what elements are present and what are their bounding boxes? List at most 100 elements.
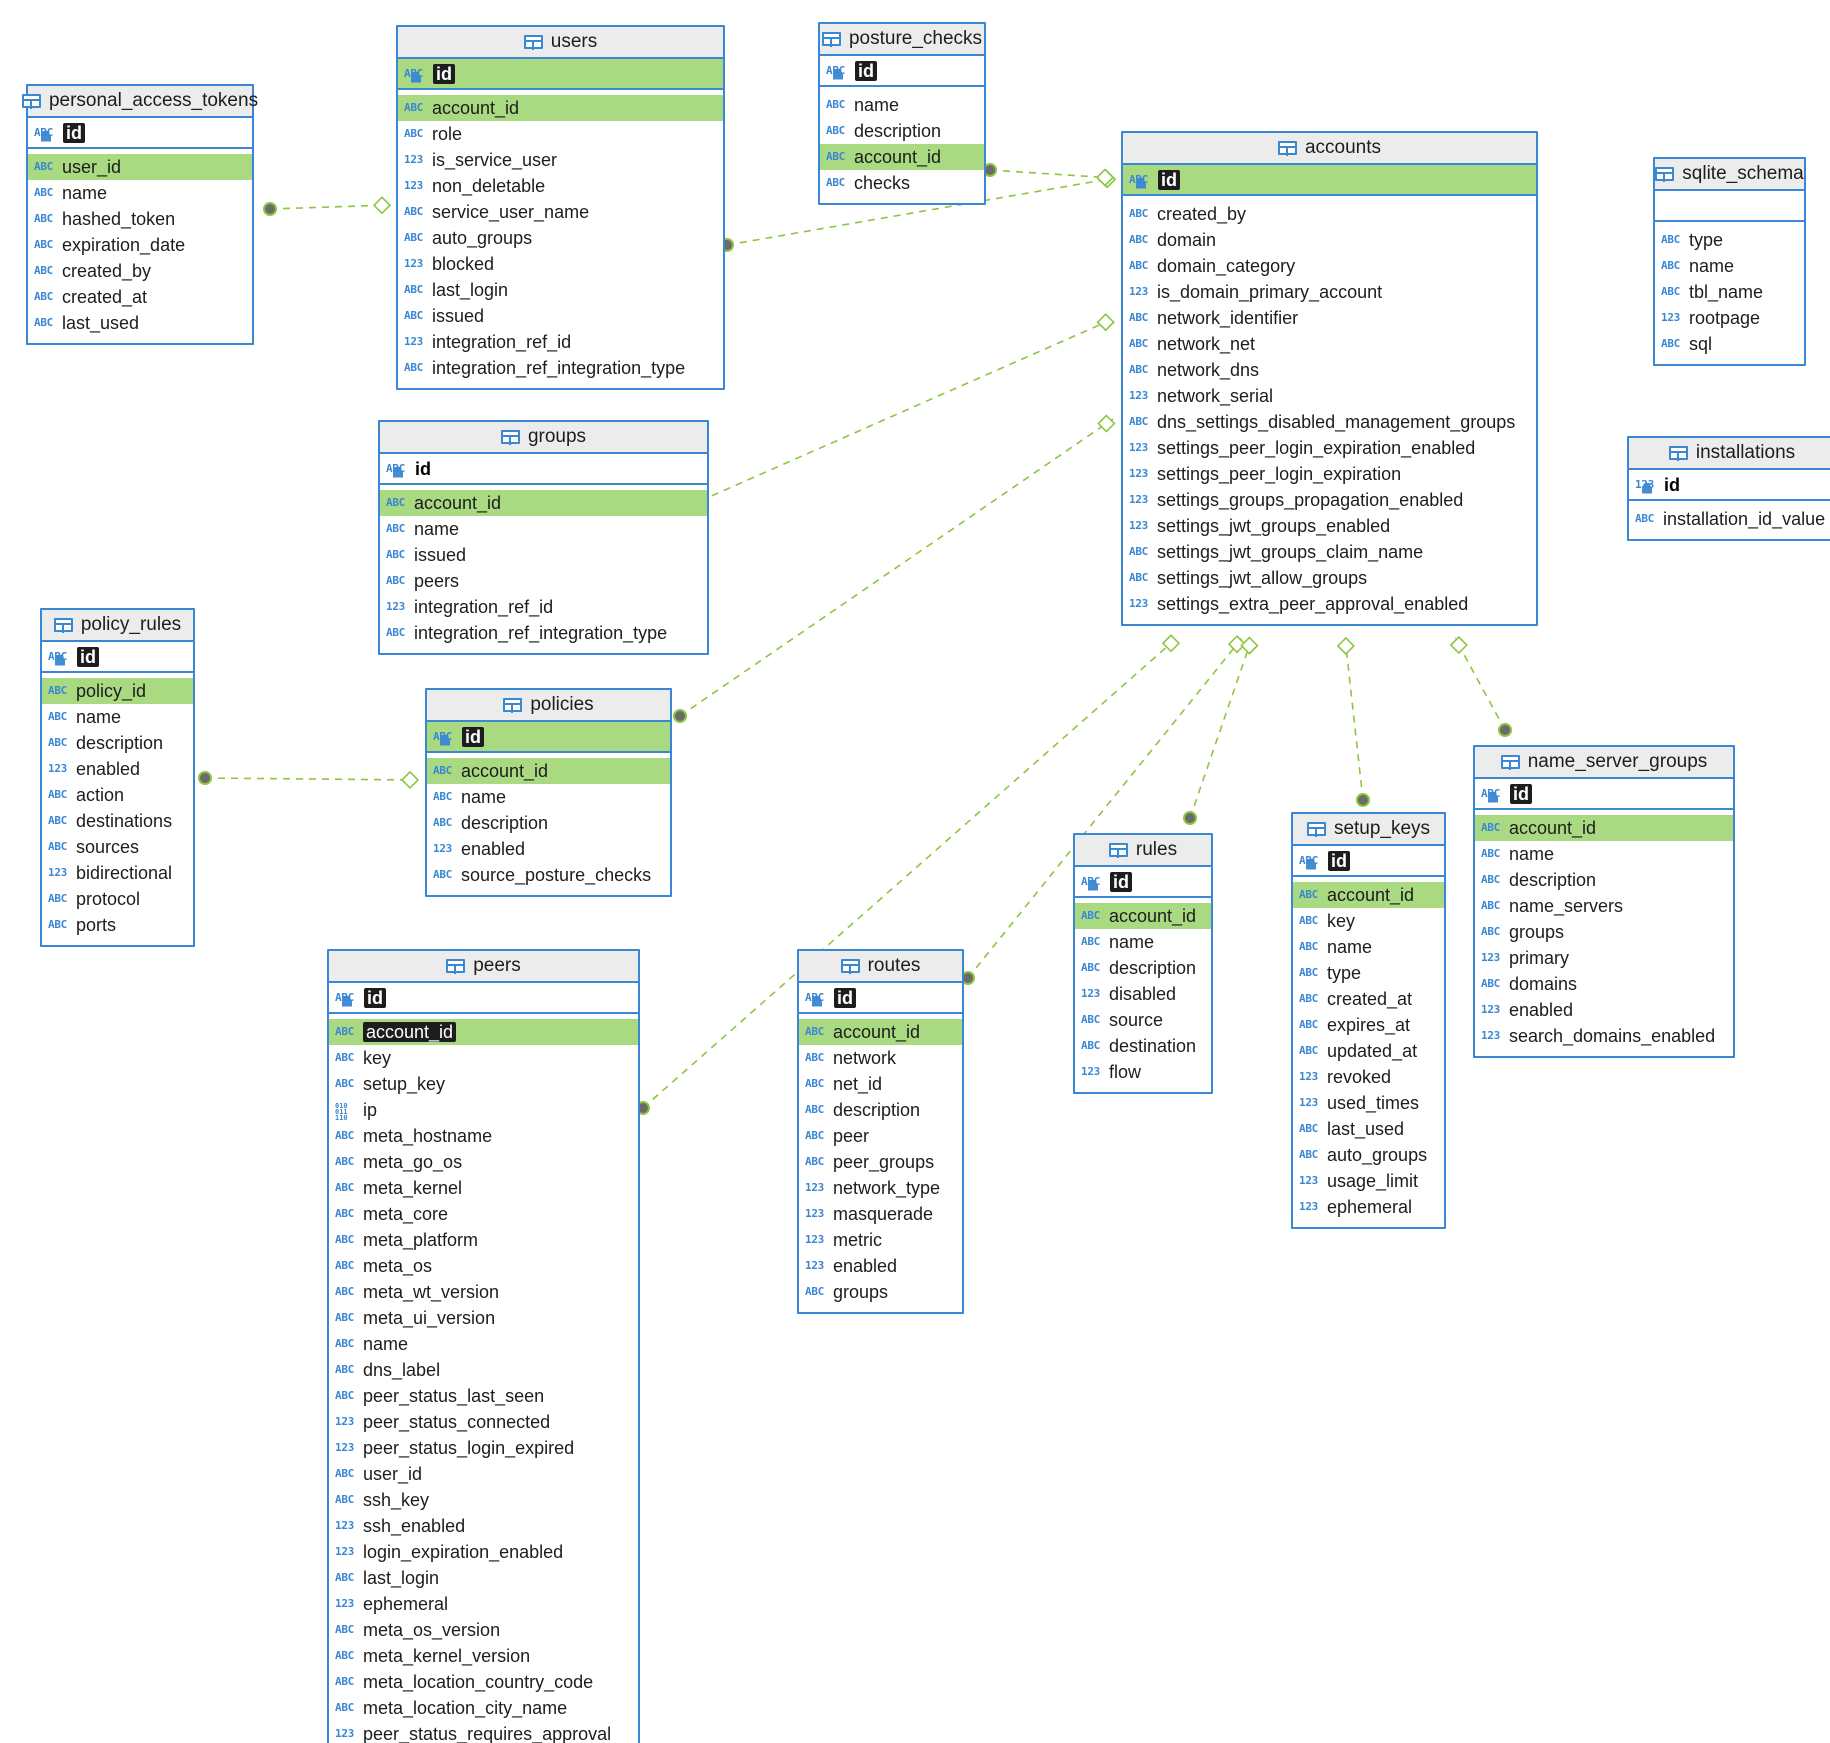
field-row[interactable]: enabled	[42, 756, 193, 782]
field-row[interactable]: description	[1475, 867, 1733, 893]
field-row[interactable]: peer_status_connected	[329, 1409, 638, 1435]
field-row[interactable]: ephemeral	[1293, 1194, 1444, 1220]
table-name_server_groups[interactable]: name_server_groupsid account_idnamedescri…	[1473, 745, 1735, 1058]
field-row[interactable]: meta_kernel	[329, 1175, 638, 1201]
field-row[interactable]: account_id	[1475, 815, 1733, 841]
field-row[interactable]: settings_jwt_groups_enabled	[1123, 513, 1536, 539]
field-row[interactable]: role	[398, 121, 723, 147]
field-row[interactable]: ports	[42, 912, 193, 938]
field-row[interactable]: issued	[380, 542, 707, 568]
field-row[interactable]: meta_ui_version	[329, 1305, 638, 1331]
field-row[interactable]: enabled	[427, 836, 670, 862]
field-row[interactable]: network_serial	[1123, 383, 1536, 409]
field-row[interactable]: metric	[799, 1227, 962, 1253]
table-sqlite_schema[interactable]: sqlite_schematypenametbl_namerootpagesql	[1653, 157, 1806, 366]
field-row[interactable]: name	[1655, 253, 1804, 279]
field-row[interactable]: last_used	[28, 310, 252, 336]
primary-key-row-accounts[interactable]: id	[1123, 165, 1536, 196]
field-row[interactable]: name	[1475, 841, 1733, 867]
primary-key-row-policies[interactable]: id	[427, 722, 670, 753]
field-row[interactable]: meta_wt_version	[329, 1279, 638, 1305]
field-row[interactable]: meta_location_country_code	[329, 1669, 638, 1695]
primary-key-row-name_server_groups[interactable]: id	[1475, 779, 1733, 810]
field-row[interactable]: integration_ref_id	[398, 329, 723, 355]
field-row[interactable]: account_id	[398, 95, 723, 121]
field-row[interactable]: non_deletable	[398, 173, 723, 199]
field-row[interactable]: integration_ref_integration_type	[380, 620, 707, 646]
primary-key-row-users[interactable]: id	[398, 59, 723, 90]
field-row[interactable]: groups	[1475, 919, 1733, 945]
field-row[interactable]: expiration_date	[28, 232, 252, 258]
primary-key-row-peers[interactable]: id	[329, 983, 638, 1014]
field-row[interactable]: key	[329, 1045, 638, 1071]
field-row[interactable]: search_domains_enabled	[1475, 1023, 1733, 1049]
table-installations[interactable]: installationsidinstallation_id_value	[1627, 436, 1830, 541]
table-header-groups[interactable]: groups	[380, 422, 707, 454]
field-row[interactable]: settings_extra_peer_approval_enabled	[1123, 591, 1536, 617]
field-row[interactable]: name_servers	[1475, 893, 1733, 919]
field-row[interactable]: name	[28, 180, 252, 206]
field-row[interactable]: setup_key	[329, 1071, 638, 1097]
field-row[interactable]: destinations	[42, 808, 193, 834]
table-rules[interactable]: rulesidaccount_idnamedescriptiondisabled…	[1073, 833, 1213, 1094]
field-row[interactable]: type	[1293, 960, 1444, 986]
field-row[interactable]: issued	[398, 303, 723, 329]
primary-key-row-installations[interactable]: id	[1629, 470, 1830, 501]
table-header-setup_keys[interactable]: setup_keys	[1293, 814, 1444, 846]
table-header-name_server_groups[interactable]: name_server_groups	[1475, 747, 1733, 779]
field-row[interactable]: settings_groups_propagation_enabled	[1123, 487, 1536, 513]
field-row[interactable]: description	[799, 1097, 962, 1123]
table-policies[interactable]: policiesidaccount_idnamedescriptionenabl…	[425, 688, 672, 897]
field-row[interactable]: account_id	[1293, 882, 1444, 908]
field-row[interactable]: integration_ref_integration_type	[398, 355, 723, 381]
field-row[interactable]: user_id	[28, 154, 252, 180]
field-row[interactable]: created_at	[28, 284, 252, 310]
field-row[interactable]: blocked	[398, 251, 723, 277]
field-row[interactable]: meta_go_os	[329, 1149, 638, 1175]
field-row[interactable]: created_at	[1293, 986, 1444, 1012]
table-personal_access_tokens[interactable]: personal_access_tokensiduser_idnamehashe…	[21, 84, 258, 345]
table-users[interactable]: usersidaccount_idroleis_service_usernon_…	[396, 25, 725, 390]
field-row[interactable]: installation_id_value	[1629, 506, 1830, 532]
field-row[interactable]: flow	[1075, 1059, 1211, 1085]
field-row[interactable]: expires_at	[1293, 1012, 1444, 1038]
field-row[interactable]: name	[1075, 929, 1211, 955]
primary-key-row-rules[interactable]: id	[1075, 867, 1211, 898]
field-row[interactable]: account_id	[329, 1019, 638, 1045]
table-peers[interactable]: peersidaccount_idkeysetup_keyipmeta_host…	[327, 949, 640, 1743]
field-row[interactable]: primary	[1475, 945, 1733, 971]
field-row[interactable]: settings_jwt_groups_claim_name	[1123, 539, 1536, 565]
field-row[interactable]: created_by	[1123, 201, 1536, 227]
field-row[interactable]: meta_os	[329, 1253, 638, 1279]
table-header-policy_rules[interactable]: policy_rules	[42, 610, 193, 642]
table-header-sqlite_schema[interactable]: sqlite_schema	[1655, 159, 1804, 191]
primary-key-row-posture_checks[interactable]: id	[820, 56, 984, 87]
field-row[interactable]: enabled	[1475, 997, 1733, 1023]
field-row[interactable]: name	[329, 1331, 638, 1357]
field-row[interactable]: network_type	[799, 1175, 962, 1201]
field-row[interactable]: settings_peer_login_expiration_enabled	[1123, 435, 1536, 461]
field-row[interactable]: network_dns	[1123, 357, 1536, 383]
table-setup_keys[interactable]: setup_keysidaccount_idkeynametypecreated…	[1291, 812, 1446, 1229]
field-row[interactable]: peer_status_last_seen	[329, 1383, 638, 1409]
table-header-policies[interactable]: policies	[427, 690, 670, 722]
field-row[interactable]: name	[1293, 934, 1444, 960]
field-row[interactable]: dns_settings_disabled_management_groups	[1123, 409, 1536, 435]
table-groups[interactable]: groupsidaccount_idnameissuedpeersintegra…	[378, 420, 709, 655]
field-row[interactable]: auto_groups	[398, 225, 723, 251]
field-row[interactable]: enabled	[799, 1253, 962, 1279]
field-row[interactable]: auto_groups	[1293, 1142, 1444, 1168]
primary-key-row-sqlite_schema[interactable]	[1655, 191, 1804, 222]
field-row[interactable]: peer	[799, 1123, 962, 1149]
primary-key-row-personal_access_tokens[interactable]: id	[28, 118, 252, 149]
field-row[interactable]: meta_kernel_version	[329, 1643, 638, 1669]
field-row[interactable]: account_id	[799, 1019, 962, 1045]
field-row[interactable]: ssh_enabled	[329, 1513, 638, 1539]
field-row[interactable]: name	[380, 516, 707, 542]
field-row[interactable]: sql	[1655, 331, 1804, 357]
field-row[interactable]: network_net	[1123, 331, 1536, 357]
table-posture_checks[interactable]: posture_checksidnamedescriptionaccount_i…	[818, 22, 986, 205]
primary-key-row-setup_keys[interactable]: id	[1293, 846, 1444, 877]
field-row[interactable]: is_service_user	[398, 147, 723, 173]
field-row[interactable]: description	[42, 730, 193, 756]
